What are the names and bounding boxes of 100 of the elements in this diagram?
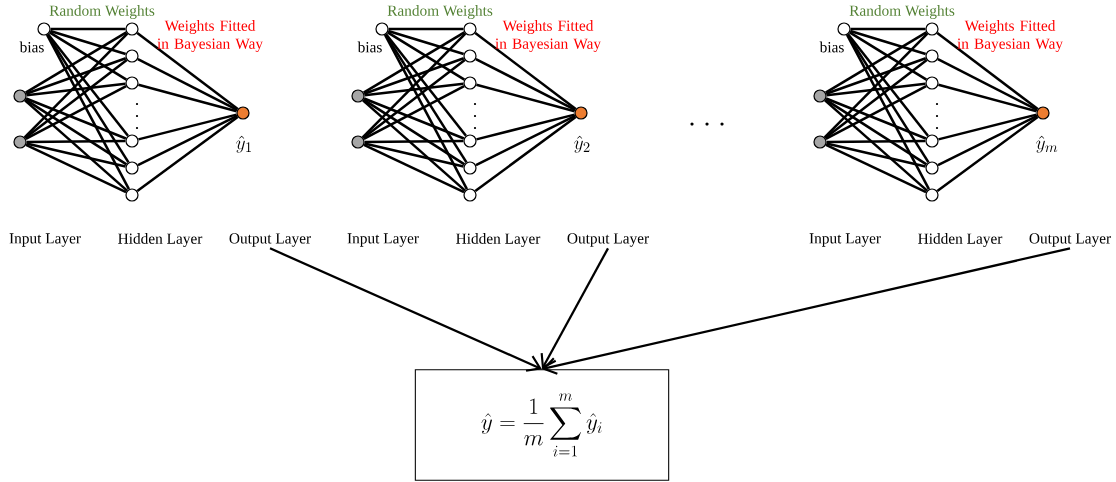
layer-label: Hidden Layer	[918, 233, 1003, 247]
hidden-neuron	[463, 134, 477, 148]
connection-line	[138, 113, 237, 141]
connection-line	[363, 31, 465, 94]
connection-line	[388, 27, 464, 31]
weights-fitted-label: Weights Fitted in Bayesian Way	[157, 20, 263, 52]
random-weights-label: Random Weights	[849, 5, 955, 19]
hidden-neuron	[463, 76, 477, 90]
hidden-neuron	[463, 49, 477, 63]
connection-line	[361, 32, 467, 139]
connection-line	[824, 99, 928, 192]
output-neuron	[1036, 106, 1050, 120]
hidden-neuron	[925, 76, 939, 90]
connection-line	[24, 99, 128, 192]
layer-label: Input Layer	[347, 233, 419, 247]
connection-line	[848, 31, 928, 81]
hidden-neuron	[463, 22, 477, 36]
input-neuron	[13, 89, 27, 103]
connection-line	[824, 59, 928, 139]
hidden-neuron	[125, 76, 139, 90]
arrow	[542, 247, 1071, 375]
connection-line	[138, 83, 237, 113]
connection-line	[826, 82, 926, 97]
output-symbol: $\hat{y}_{1}$	[236, 135, 251, 153]
connection-line	[26, 139, 126, 144]
output-symbol: $\hat{y}_{m}$	[1036, 135, 1058, 153]
connection-line	[937, 57, 1038, 112]
connection-line	[476, 83, 575, 113]
output-symbol: $\hat{y}_{2}$	[574, 135, 590, 153]
layer-label: Output Layer	[229, 233, 311, 247]
connection-line	[847, 33, 929, 137]
connection-line	[938, 83, 1037, 113]
connection-line	[26, 142, 126, 168]
weights-fitted-label: Weights Fitted in Bayesian Way	[957, 20, 1063, 52]
connection-line	[137, 114, 238, 167]
connection-line	[136, 31, 239, 111]
connection-line	[50, 27, 126, 31]
output-neuron	[236, 106, 250, 120]
connection-line	[936, 115, 1039, 193]
bias-neuron	[375, 22, 389, 36]
output-neuron	[574, 106, 588, 120]
connection-line	[137, 57, 238, 112]
layer-label: Hidden Layer	[118, 233, 203, 247]
connection-line	[136, 115, 239, 193]
connection-line	[850, 27, 926, 31]
connection-line	[24, 59, 128, 139]
hidden-neuron	[925, 22, 939, 36]
hidden-neuron	[463, 161, 477, 175]
connection-line	[849, 29, 927, 56]
connection-line	[363, 57, 465, 95]
connection-line	[25, 143, 127, 194]
layer-label: Output Layer	[567, 233, 649, 247]
hidden-neuron	[125, 188, 139, 202]
hidden-neuron	[125, 22, 139, 36]
connection-line	[24, 98, 128, 166]
connection-line	[386, 31, 466, 81]
connection-line	[825, 84, 927, 141]
connection-line	[363, 143, 465, 194]
connection-line	[384, 33, 468, 164]
connection-line	[846, 33, 930, 164]
connection-line	[826, 139, 926, 144]
bias-label: bias	[357, 41, 382, 53]
connection-line	[364, 142, 464, 168]
layer-label: Output Layer	[1029, 233, 1111, 247]
connection-line	[825, 143, 927, 194]
connection-line	[474, 115, 577, 193]
layer-label: Hidden Layer	[456, 233, 541, 247]
hidden-neuron	[925, 134, 939, 148]
connection-line	[938, 113, 1037, 141]
connection-line	[25, 84, 127, 141]
random-weights-label: Random Weights	[387, 5, 493, 19]
connection-line	[475, 57, 576, 112]
connection-line	[364, 82, 464, 97]
connection-line	[25, 97, 127, 140]
connection-line	[826, 142, 926, 168]
connection-line	[937, 114, 1038, 167]
weights-fitted-label: Weights Fitted in Bayesian Way	[495, 20, 601, 52]
random-weights-label: Random Weights	[49, 5, 155, 19]
connection-line	[46, 33, 130, 164]
input-neuron	[813, 135, 827, 149]
hidden-neuron	[925, 49, 939, 63]
connection-line	[846, 34, 931, 190]
hidden-neuron	[463, 188, 477, 202]
connection-line	[26, 82, 126, 97]
connection-line	[46, 34, 131, 190]
connection-line	[825, 57, 927, 95]
connection-line	[362, 98, 466, 166]
connection-line	[384, 34, 469, 190]
hidden-neuron	[925, 161, 939, 175]
connection-line	[823, 32, 929, 139]
input-neuron	[813, 89, 827, 103]
connection-line	[25, 31, 127, 94]
input-neuron	[351, 135, 365, 149]
connection-line	[363, 97, 465, 140]
connection-line	[387, 29, 465, 56]
connection-line	[364, 139, 464, 144]
hidden-neuron	[125, 134, 139, 148]
connection-line	[363, 84, 465, 141]
layer-label: Input Layer	[809, 233, 881, 247]
input-neuron	[351, 89, 365, 103]
